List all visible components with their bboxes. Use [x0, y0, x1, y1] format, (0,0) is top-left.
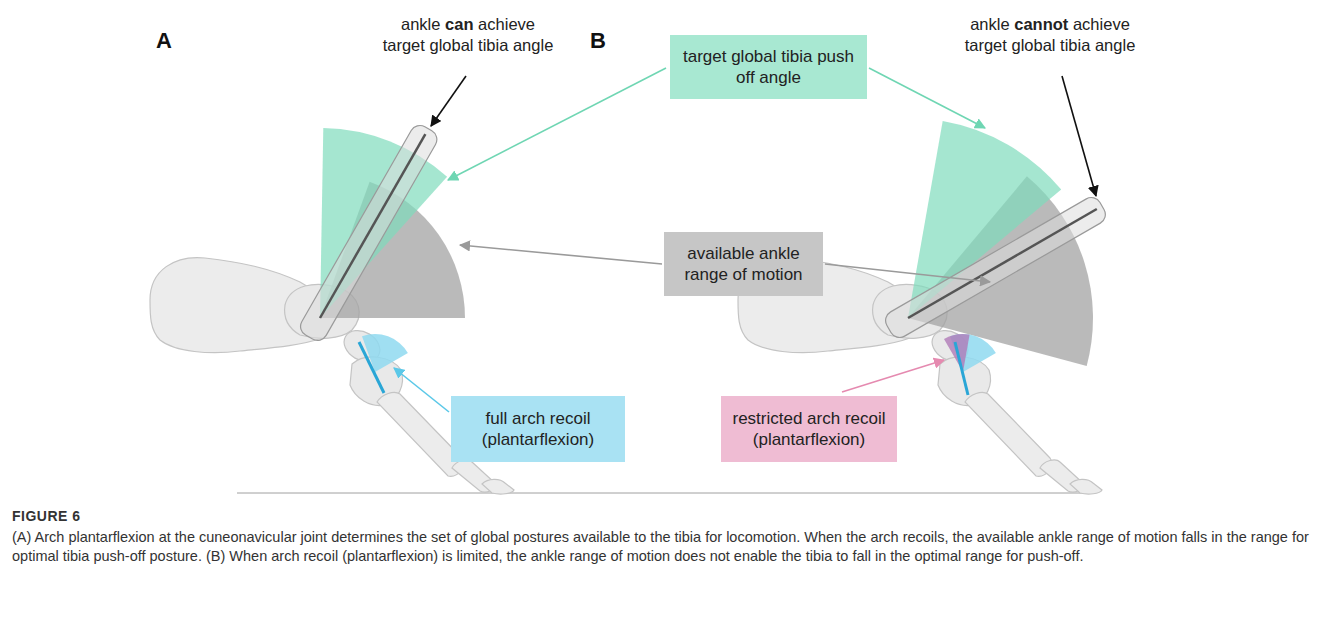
- full-recoil-box: full arch recoil (plantarflexion): [451, 396, 625, 462]
- leader-arrow: [842, 360, 944, 392]
- tibia: [882, 194, 1109, 341]
- figure-title: FIGURE 6: [12, 508, 81, 524]
- panel-letter: A: [156, 28, 172, 54]
- ground-line: [237, 493, 1088, 494]
- leader-arrow: [460, 245, 662, 264]
- box-text: target global tibia push off angle: [680, 46, 857, 88]
- tibia: [297, 122, 441, 344]
- box-text: available ankle range of motion: [674, 243, 813, 285]
- arch-axis: [359, 342, 384, 393]
- box-text: restricted arch recoil (plantarflexion): [731, 408, 887, 450]
- leader-arrow: [869, 68, 985, 128]
- leader-arrow: [394, 368, 449, 412]
- callout-word: cannot: [1014, 15, 1068, 33]
- leader-arrow: [825, 264, 990, 282]
- arch-axis: [955, 342, 968, 395]
- leader-arrow: [448, 68, 666, 180]
- figure-caption: (A) Arch plantarflexion at the cuneonavi…: [12, 528, 1312, 566]
- callout-text: anklecanachieve target global tibia angl…: [378, 14, 558, 56]
- callout-text: anklecannotachieve target global tibia a…: [955, 14, 1145, 56]
- leader-arrow: [431, 76, 466, 126]
- callout-word: ankle: [970, 15, 1009, 33]
- arch-recoil-wedge: [362, 334, 408, 372]
- panel-letter: B: [590, 28, 606, 54]
- target-angle-box: target global tibia push off angle: [670, 35, 867, 99]
- leader-arrow: [1062, 76, 1096, 196]
- box-text: full arch recoil (plantarflexion): [461, 408, 615, 450]
- restricted-recoil-box: restricted arch recoil (plantarflexion): [721, 396, 897, 462]
- callout-word: ankle: [401, 15, 440, 33]
- range-of-motion-box: available ankle range of motion: [664, 232, 823, 296]
- callout-word: can: [445, 15, 473, 33]
